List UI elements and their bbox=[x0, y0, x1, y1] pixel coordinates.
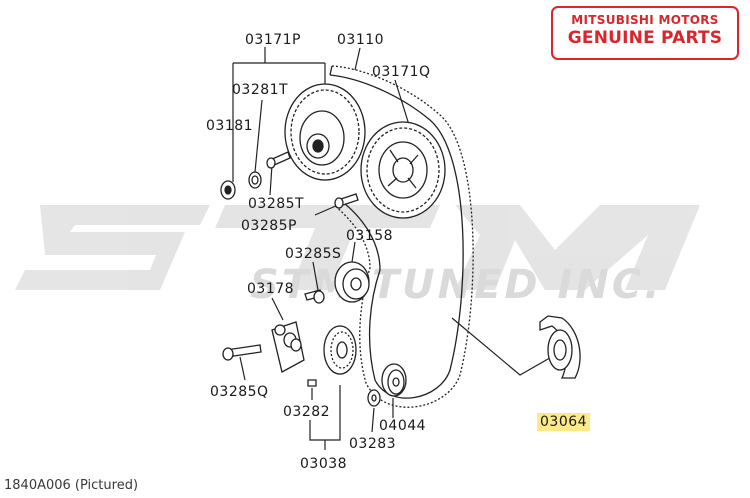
label-03281T: 03281T bbox=[232, 82, 289, 98]
leader-03285T bbox=[269, 164, 273, 196]
cam-sprocket-03171P bbox=[284, 83, 366, 181]
crank-plate-03064 bbox=[539, 315, 581, 379]
leader-03285Q bbox=[239, 356, 246, 381]
label-03285Q: 03285Q bbox=[210, 384, 269, 400]
bolt-03285T bbox=[266, 151, 291, 169]
label-03282: 03282 bbox=[283, 404, 331, 420]
idler-pulley-04044 bbox=[381, 363, 407, 397]
label-03064-highlighted: 03064 bbox=[537, 413, 591, 431]
label-03283: 03283 bbox=[349, 436, 397, 452]
label-03158: 03158 bbox=[346, 228, 394, 244]
leader-03171P bbox=[232, 47, 326, 182]
svg-text:STM TUNED INC.: STM TUNED INC. bbox=[250, 262, 662, 308]
leader-03281T bbox=[254, 99, 263, 173]
label-03285P: 03285P bbox=[241, 218, 297, 234]
bolt-03285P bbox=[334, 193, 359, 209]
auto-tensioner-03178 bbox=[271, 321, 305, 373]
leader-03064 bbox=[451, 317, 556, 376]
label-04044: 04044 bbox=[379, 418, 427, 434]
key-03282 bbox=[307, 379, 317, 387]
leader-03285P bbox=[314, 204, 339, 216]
washer-03181 bbox=[220, 180, 236, 200]
leader-03178 bbox=[271, 297, 284, 321]
leader-03038 bbox=[309, 385, 341, 450]
label-03285S: 03285S bbox=[285, 246, 342, 262]
label-03181: 03181 bbox=[206, 118, 254, 134]
label-03171Q: 03171Q bbox=[372, 64, 431, 80]
label-03171P: 03171P bbox=[245, 32, 301, 48]
leader-03110 bbox=[354, 47, 361, 71]
genuine-parts-badge: MITSUBISHI MOTORS GENUINE PARTS bbox=[551, 6, 739, 60]
leader-03171Q bbox=[394, 79, 411, 129]
washer-03283 bbox=[367, 389, 381, 407]
badge-line2: GENUINE PARTS bbox=[567, 28, 723, 48]
stm-watermark: STM TUNED INC. bbox=[15, 205, 700, 308]
washer-03281T bbox=[248, 171, 262, 189]
badge-line1: MITSUBISHI MOTORS bbox=[571, 13, 719, 27]
leader-03158 bbox=[351, 241, 356, 263]
label-03285T: 03285T bbox=[248, 196, 305, 212]
tensioner-pulley-03158 bbox=[334, 261, 370, 303]
cam-sprocket-03171Q bbox=[360, 121, 446, 219]
label-03038: 03038 bbox=[300, 456, 348, 472]
leader-03285S bbox=[312, 261, 319, 291]
timing-belt bbox=[329, 65, 474, 408]
bolt-03285Q bbox=[222, 344, 262, 361]
label-03110: 03110 bbox=[337, 32, 385, 48]
bolt-03285S bbox=[304, 289, 325, 304]
leader-03283 bbox=[371, 407, 375, 433]
label-03178: 03178 bbox=[247, 281, 295, 297]
crank-sprocket-03038 bbox=[323, 325, 357, 375]
part-number-caption: 1840A006 (Pictured) bbox=[4, 478, 139, 493]
